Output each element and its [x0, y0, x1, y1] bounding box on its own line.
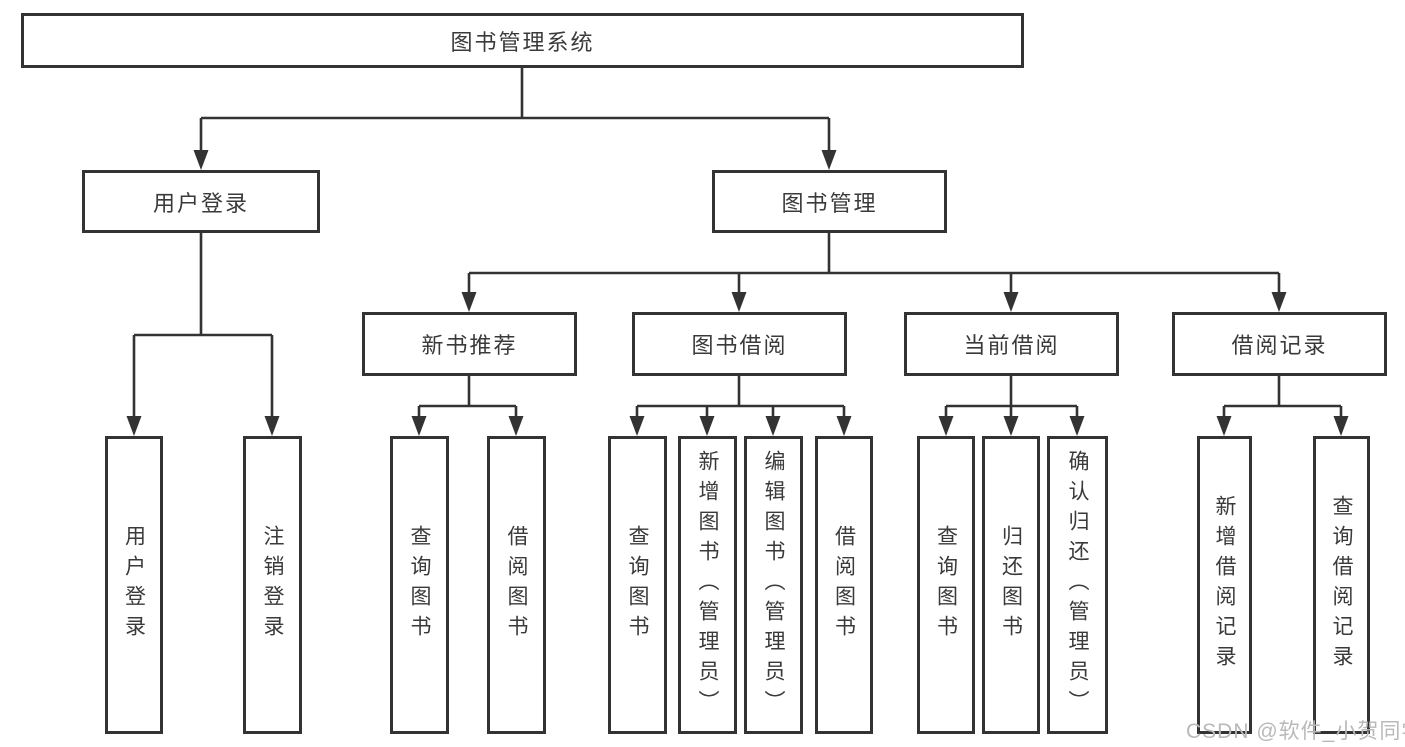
node-new-book-recommend-label: 新书推荐	[421, 333, 518, 358]
connector-root-to-level2	[199, 68, 831, 158]
arrowhead-icon	[1271, 292, 1287, 312]
arrowhead-icon	[836, 416, 852, 436]
leaf-return-books: 归还图书	[982, 436, 1040, 734]
leaf-query-books-2-label: 查询图书	[626, 525, 649, 645]
leaf-query-borrow-record: 查询借阅记录	[1313, 436, 1370, 734]
node-book-management-label: 图书管理	[781, 190, 878, 216]
node-user-login-label: 用户登录	[152, 190, 249, 216]
node-new-book-recommend: 新书推荐	[362, 312, 577, 376]
leaf-edit-books-admin: 编辑图书（管理员）	[744, 436, 803, 734]
leaf-return-books-label: 归还图书	[999, 525, 1023, 645]
arrowhead-icon	[765, 416, 781, 436]
leaf-query-books-3-label: 查询图书	[934, 525, 958, 645]
arrowhead-icon	[731, 292, 747, 312]
leaf-add-books-admin-label: 新增图书（管理员）	[696, 450, 719, 720]
node-book-management: 图书管理	[712, 170, 947, 233]
leaf-query-books-1: 查询图书	[390, 436, 449, 734]
arrowhead-icon	[629, 416, 645, 436]
connector-currentborrow-to-leaves	[944, 376, 1079, 424]
arrowhead-icon	[193, 150, 209, 170]
leaf-query-books-2: 查询图书	[608, 436, 667, 734]
leaf-borrow-books-2: 借阅图书	[815, 436, 873, 734]
arrowhead-icon	[1003, 416, 1019, 436]
leaf-user-login: 用户登录	[105, 436, 163, 734]
connector-bookborrow-to-leaves	[635, 376, 846, 424]
leaf-confirm-return-admin: 确认归还（管理员）	[1047, 436, 1108, 734]
arrowhead-icon	[1069, 416, 1085, 436]
node-user-login: 用户登录	[82, 170, 320, 233]
node-borrow-records: 借阅记录	[1172, 312, 1387, 376]
arrowhead-icon	[821, 150, 837, 170]
arrowhead-icon	[411, 416, 427, 436]
leaf-query-borrow-record-label: 查询借阅记录	[1330, 495, 1353, 675]
connector-newrec-to-leaves	[417, 376, 518, 424]
leaf-confirm-return-admin-label: 确认归还（管理员）	[1066, 450, 1089, 720]
leaf-borrow-books-2-label: 借阅图书	[832, 525, 856, 645]
leaf-borrow-books-1: 借阅图书	[487, 436, 546, 734]
arrowhead-icon	[1003, 292, 1019, 312]
arrowheads	[126, 150, 1349, 436]
node-borrow-records-label: 借阅记录	[1231, 333, 1328, 358]
leaf-add-books-admin: 新增图书（管理员）	[678, 436, 737, 734]
leaf-add-borrow-record: 新增借阅记录	[1197, 436, 1252, 734]
arrowhead-icon	[1216, 416, 1232, 436]
leaf-logout-login-label: 注销登录	[261, 525, 284, 645]
node-current-borrow: 当前借阅	[904, 312, 1119, 376]
leaf-query-books-3: 查询图书	[917, 436, 975, 734]
csdn-watermark: CSDN @软件_小贺同学	[1186, 720, 1405, 743]
arrowhead-icon	[508, 416, 524, 436]
arrowhead-icon	[699, 416, 715, 436]
arrowhead-icon	[264, 416, 280, 436]
leaf-borrow-books-1-label: 借阅图书	[505, 525, 528, 645]
connector-bookmgmt-to-level3	[467, 233, 1281, 300]
node-current-borrow-label: 当前借阅	[963, 333, 1060, 358]
node-book-borrow-label: 图书借阅	[691, 333, 788, 358]
node-root: 图书管理系统	[21, 13, 1024, 68]
arrowhead-icon	[461, 292, 477, 312]
leaf-add-borrow-record-label: 新增借阅记录	[1213, 495, 1236, 675]
node-book-borrow: 图书借阅	[632, 312, 847, 376]
leaf-user-login-label: 用户登录	[122, 525, 146, 645]
leaf-edit-books-admin-label: 编辑图书（管理员）	[762, 450, 785, 720]
arrowhead-icon	[938, 416, 954, 436]
arrowhead-icon	[126, 416, 142, 436]
node-root-label: 图书管理系统	[450, 29, 595, 55]
connector-records-to-leaves	[1222, 376, 1343, 424]
leaf-query-books-1-label: 查询图书	[408, 525, 431, 645]
connector-userlogin-to-leaves	[132, 233, 274, 424]
arrowhead-icon	[1333, 416, 1349, 436]
leaf-logout-login: 注销登录	[243, 436, 302, 734]
